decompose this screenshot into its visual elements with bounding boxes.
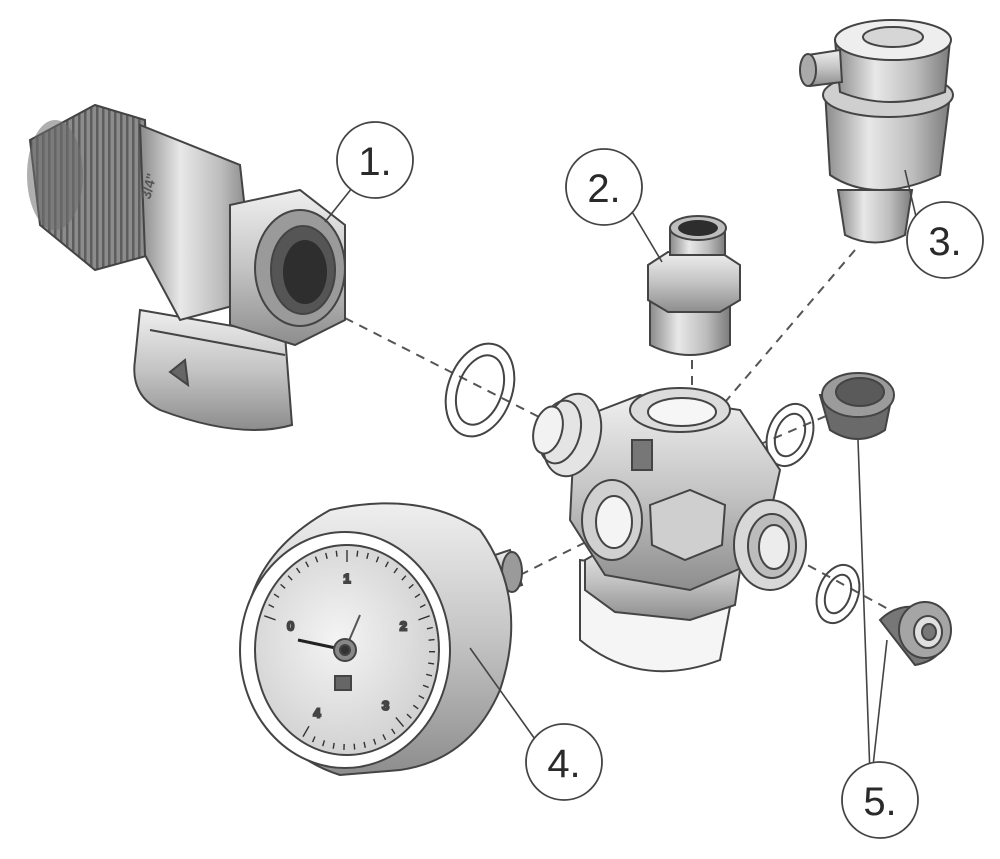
gauge-tick	[268, 603, 275, 608]
gauge-tick	[373, 738, 377, 745]
gauge-tick	[264, 615, 276, 621]
gauge-tick	[419, 603, 426, 608]
callout-label-1: 1.	[358, 140, 391, 184]
leader-line-2	[627, 204, 663, 263]
flow-arrow-icon	[168, 358, 190, 388]
gauge-tick	[384, 561, 389, 568]
callout-5: 5.	[841, 761, 919, 839]
vent-fitting	[647, 215, 741, 356]
plug-top	[818, 372, 895, 440]
manifold-logo-mark	[631, 439, 653, 471]
guide-line-airvent	[719, 249, 856, 409]
gauge-tick	[314, 556, 319, 563]
manifold-body	[532, 387, 807, 673]
callout-label-5: 5.	[863, 780, 896, 824]
gauge-scale-numbers: 0 1 2 3 4	[286, 570, 408, 721]
gauge-tick	[382, 734, 387, 741]
air-vent-nozzle-icon	[799, 53, 817, 87]
gauge-tick	[391, 728, 396, 735]
gauge-tick	[280, 583, 286, 589]
leader-lines	[324, 169, 919, 776]
air-vent-thread	[836, 189, 914, 244]
gauge-tick	[287, 575, 293, 581]
gauge-tick	[302, 725, 310, 737]
gauge-tick	[401, 575, 407, 581]
gauge-tick	[406, 713, 412, 719]
gauge-tick	[375, 556, 380, 563]
callouts: 1. 2. 3. 4. 5.	[336, 121, 984, 839]
gauge-tick	[393, 567, 399, 574]
leader-line-4	[469, 647, 538, 743]
callout-4: 4.	[525, 723, 603, 801]
seal-ring-small-top	[765, 403, 815, 467]
automatic-air-vent	[799, 19, 954, 244]
gauge-tick	[426, 673, 433, 677]
gauge-scale-number: 2	[400, 618, 407, 633]
gauge-tick	[325, 552, 328, 559]
gauge-tick	[422, 684, 429, 689]
callout-2: 2.	[565, 148, 643, 226]
gauge-scale-number: 3	[382, 698, 389, 713]
gauge-scale-number: 4	[313, 705, 321, 720]
pressure-gauge: 0 1 2 3 4	[239, 502, 524, 777]
gauge-tick	[412, 704, 419, 710]
gauge-tick	[311, 736, 316, 743]
gauge-tick	[332, 742, 335, 749]
vent-cap-icon	[678, 220, 718, 236]
gauge-tick	[366, 552, 369, 559]
gauge-tick	[305, 561, 310, 568]
gauge-tick	[395, 716, 405, 728]
gauge-tick	[335, 550, 338, 557]
callout-3: 3.	[906, 201, 984, 279]
gauge-tick	[356, 550, 359, 557]
gauge-tick	[418, 615, 430, 621]
gauge-tick	[273, 593, 280, 599]
gauge-tick	[426, 626, 433, 630]
gauge-tick	[363, 741, 366, 748]
gauge-tick	[428, 662, 435, 665]
valve-elbow-body	[133, 308, 294, 431]
plug-bottom	[878, 601, 952, 667]
gauge-tick	[295, 567, 301, 574]
seal-ring-large	[444, 342, 516, 438]
callout-label-3: 3.	[928, 220, 961, 264]
leader-line-1	[324, 187, 353, 223]
guide-line-valve	[344, 317, 546, 421]
vent-fitting-thread	[649, 299, 731, 356]
seal-ring-small-bottom	[815, 563, 861, 625]
callout-label-4: 4.	[547, 742, 580, 786]
callout-label-2: 2.	[587, 167, 620, 211]
leader-line-5a	[857, 439, 871, 776]
gauge-tick	[428, 638, 435, 641]
gauge-tick	[322, 740, 326, 747]
valve-size-stamp: 3/4"	[137, 171, 159, 200]
plug-caps	[818, 372, 952, 667]
gauge-tick	[353, 743, 356, 750]
callout-1: 1.	[336, 121, 414, 199]
gauge-logo-mark	[334, 675, 352, 691]
gauge-scale-number: 1	[343, 571, 350, 586]
seal-ring-large-inner	[454, 354, 506, 426]
seal-rings	[444, 342, 861, 625]
gauge-tick	[418, 694, 425, 700]
gauge-tick	[408, 583, 414, 589]
gauge-scale-number: 0	[287, 618, 294, 633]
valve-main-body	[138, 123, 257, 322]
gauge-tick	[414, 593, 421, 599]
safety-valve: 3/4"	[27, 103, 346, 431]
gauge-scale-ticks	[264, 550, 435, 750]
leader-line-5b	[871, 639, 888, 776]
